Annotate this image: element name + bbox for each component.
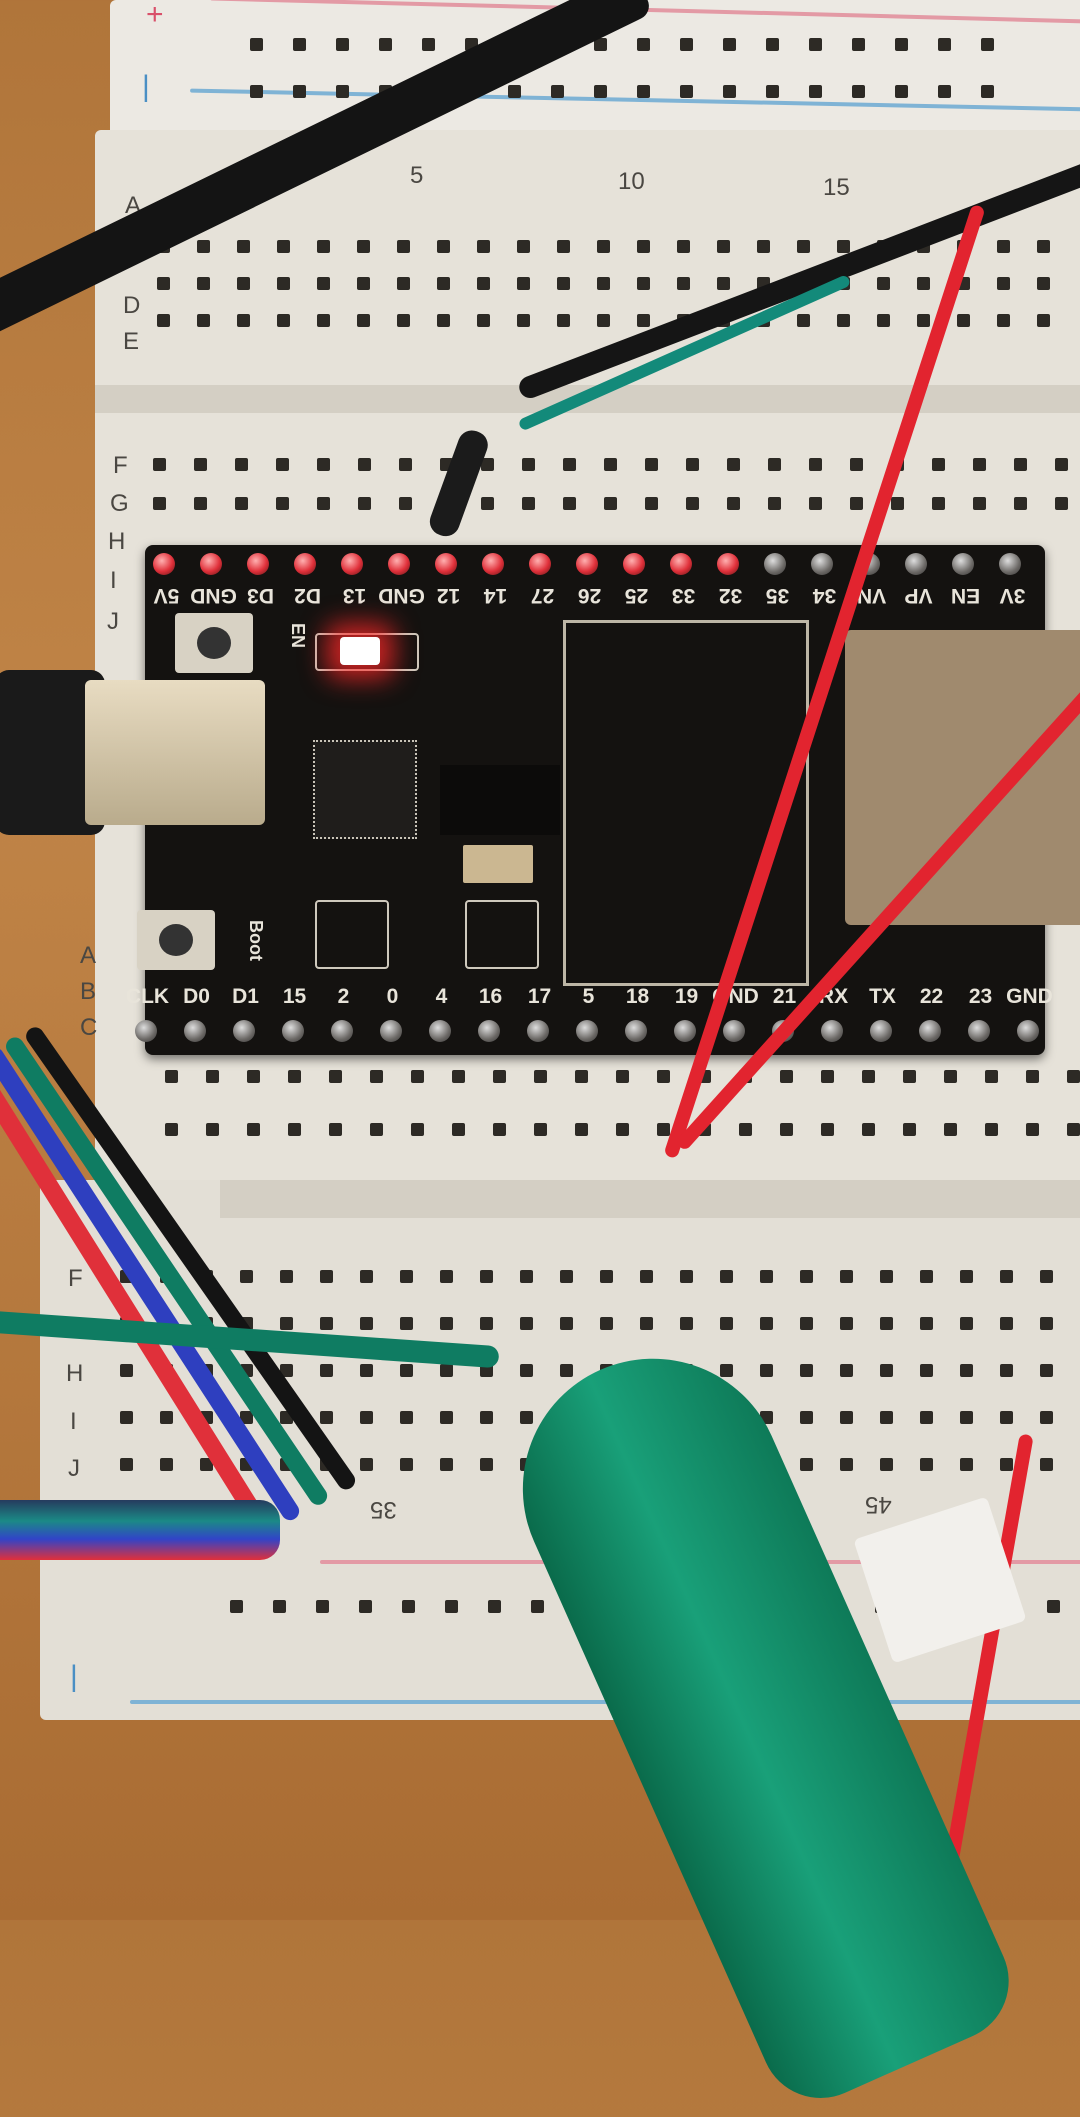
transistor-footprint-2 <box>465 900 539 969</box>
en-label: EN <box>288 622 309 649</box>
center-trench-bottom <box>220 1180 1080 1218</box>
column-number-5: 5 <box>410 162 424 189</box>
row-label-f: F <box>113 452 128 479</box>
pin-label: CLK <box>125 985 170 1008</box>
pin-label: 5V <box>153 584 180 607</box>
bottom-pin-header <box>135 1020 1039 1042</box>
top-rail-holes <box>250 38 994 98</box>
top-pin-labels: 5V GND D3 D2 13 GND 12 14 27 26 25 33 32… <box>143 583 1036 607</box>
micro-usb-port[interactable] <box>85 680 265 825</box>
pin-label: 16 <box>478 985 503 1008</box>
pin-label: D1 <box>232 985 259 1008</box>
pin-label: 35 <box>765 584 790 607</box>
pin-label: 27 <box>530 584 555 607</box>
row-label-j-lower: J <box>68 1455 80 1482</box>
pin-label: 0 <box>386 985 399 1008</box>
pin-label: GND <box>1006 985 1053 1008</box>
pin-label: EN <box>950 584 981 607</box>
en-reset-button[interactable] <box>175 613 253 673</box>
pin-label: D3 <box>247 584 274 607</box>
top-pin-header <box>153 553 1021 575</box>
esp32-wroom-module <box>845 630 1080 925</box>
pin-label: 23 <box>968 985 993 1008</box>
row-label-h-lower: H <box>66 1360 84 1387</box>
positive-rail-label: + <box>146 0 164 31</box>
pin-label: D0 <box>183 985 210 1008</box>
pin-label: 2 <box>337 985 350 1008</box>
main-holes-upper <box>157 240 1050 327</box>
power-led <box>340 637 380 665</box>
pin-label: TX <box>869 985 896 1008</box>
row-label-j: J <box>107 608 119 635</box>
bottom-negative-rail-label: | <box>70 1660 78 1693</box>
usb-uart-chip <box>313 740 417 839</box>
pin-label: 3V <box>999 584 1026 607</box>
row-label-i: I <box>110 567 117 594</box>
transistor-footprint-1 <box>315 900 389 969</box>
voltage-regulator <box>440 765 560 835</box>
pin-label: 26 <box>577 584 602 607</box>
pin-label: 19 <box>674 985 699 1008</box>
esp32-dev-board: 5V GND D3 D2 13 GND 12 14 27 26 25 33 32… <box>0 545 1080 1055</box>
column-number-10: 10 <box>618 168 645 195</box>
regulator-tab <box>463 845 533 883</box>
wifi-module-outline <box>563 620 809 986</box>
row-label-b-lower: B <box>80 978 97 1005</box>
led-footprint <box>315 633 419 671</box>
pin-label: GND <box>190 584 237 607</box>
row-label-g: G <box>110 490 129 517</box>
boot-button[interactable] <box>137 910 215 970</box>
pin-label: 15 <box>282 985 307 1008</box>
main-holes-d-e <box>165 1070 1080 1136</box>
pin-label: GND <box>378 584 425 607</box>
row-label-d: D <box>123 292 141 319</box>
pin-label: 21 <box>772 985 797 1008</box>
bottom-pin-labels: CLK D0 D1 15 2 0 4 16 17 5 18 19 GND 21 … <box>123 985 1054 1009</box>
pin-label: 13 <box>342 584 367 607</box>
pin-label: 5 <box>582 985 595 1008</box>
pin-label: 4 <box>435 985 448 1008</box>
column-number-35: 35 <box>370 1496 397 1523</box>
pin-label: 22 <box>919 985 944 1008</box>
main-holes-f-g <box>153 458 1068 510</box>
pin-label: 33 <box>671 584 696 607</box>
pin-label: 12 <box>436 584 461 607</box>
row-label-f-lower: F <box>68 1265 83 1292</box>
pin-label: 34 <box>812 584 837 607</box>
pin-label: D2 <box>294 584 321 607</box>
pin-label: 25 <box>624 584 649 607</box>
negative-rail-label: | <box>142 70 150 103</box>
pin-label: 17 <box>527 985 552 1008</box>
row-label-i-lower: I <box>70 1408 77 1435</box>
row-label-e: E <box>123 328 140 355</box>
column-number-45: 45 <box>865 1491 892 1518</box>
pin-label: 32 <box>718 584 743 607</box>
boot-label: Boot <box>245 920 266 961</box>
pin-label: VP <box>904 584 933 607</box>
row-label-h: H <box>108 528 126 555</box>
ribbon-horizontal-bundle <box>0 1500 280 1560</box>
row-label-a-lower: A <box>80 942 97 969</box>
row-label-c-lower: C <box>80 1014 98 1041</box>
column-number-15: 15 <box>823 174 850 201</box>
pin-label: 18 <box>625 985 650 1008</box>
pin-label: 14 <box>483 584 508 607</box>
